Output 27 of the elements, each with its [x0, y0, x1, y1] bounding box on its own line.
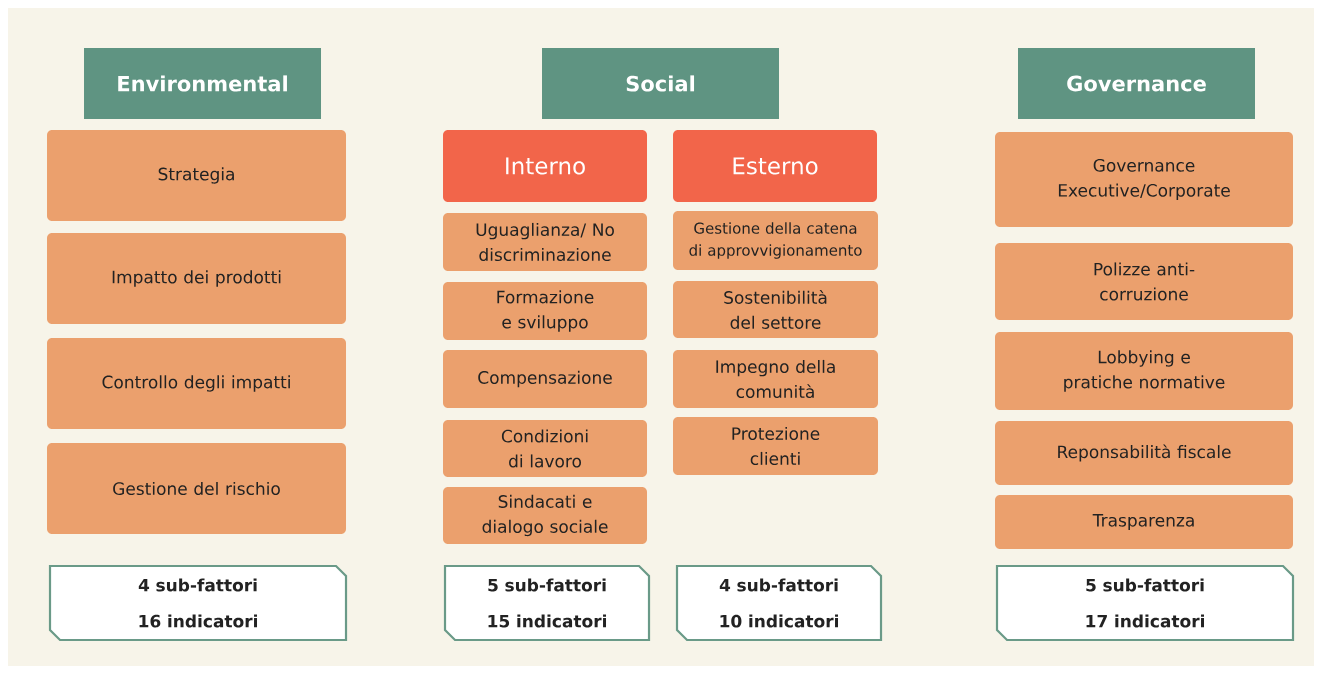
- factor-box: Gestione della catena di approvvigionamento: [673, 211, 878, 270]
- factor-box: Reponsabilità fiscale: [995, 421, 1293, 485]
- factor-box: Condizioni di lavoro: [443, 420, 647, 477]
- category-header: Social: [542, 48, 779, 119]
- factor-box: Impatto dei prodotti: [47, 233, 346, 324]
- category-header: Governance: [1018, 48, 1255, 119]
- summary-box: 4 sub-fattori 16 indicatori: [48, 564, 348, 642]
- factor-box: Controllo degli impatti: [47, 338, 346, 429]
- factor-box: Compensazione: [443, 350, 647, 408]
- factor-box: Sostenibilità del settore: [673, 281, 878, 338]
- factor-box: Trasparenza: [995, 495, 1293, 549]
- factor-box: Lobbying e pratiche normative: [995, 332, 1293, 410]
- category-header: Environmental: [84, 48, 321, 119]
- factor-box: Protezione clienti: [673, 417, 878, 475]
- group-header: Esterno: [673, 130, 877, 202]
- summary-box: 4 sub-fattori 10 indicatori: [675, 564, 883, 642]
- summary-box: 5 sub-fattori 15 indicatori: [443, 564, 651, 642]
- factor-box: Governance Executive/Corporate: [995, 132, 1293, 227]
- summary-box: 5 sub-fattori 17 indicatori: [995, 564, 1295, 642]
- factor-box: Gestione del rischio: [47, 443, 346, 534]
- factor-box: Strategia: [47, 130, 346, 221]
- factor-box: Impegno della comunità: [673, 350, 878, 408]
- factor-box: Formazione e sviluppo: [443, 282, 647, 340]
- factor-box: Uguaglianza/ No discriminazione: [443, 213, 647, 271]
- factor-box: Sindacati e dialogo sociale: [443, 487, 647, 544]
- factor-box: Polizze anti-corruzione: [995, 243, 1293, 320]
- group-header: Interno: [443, 130, 647, 202]
